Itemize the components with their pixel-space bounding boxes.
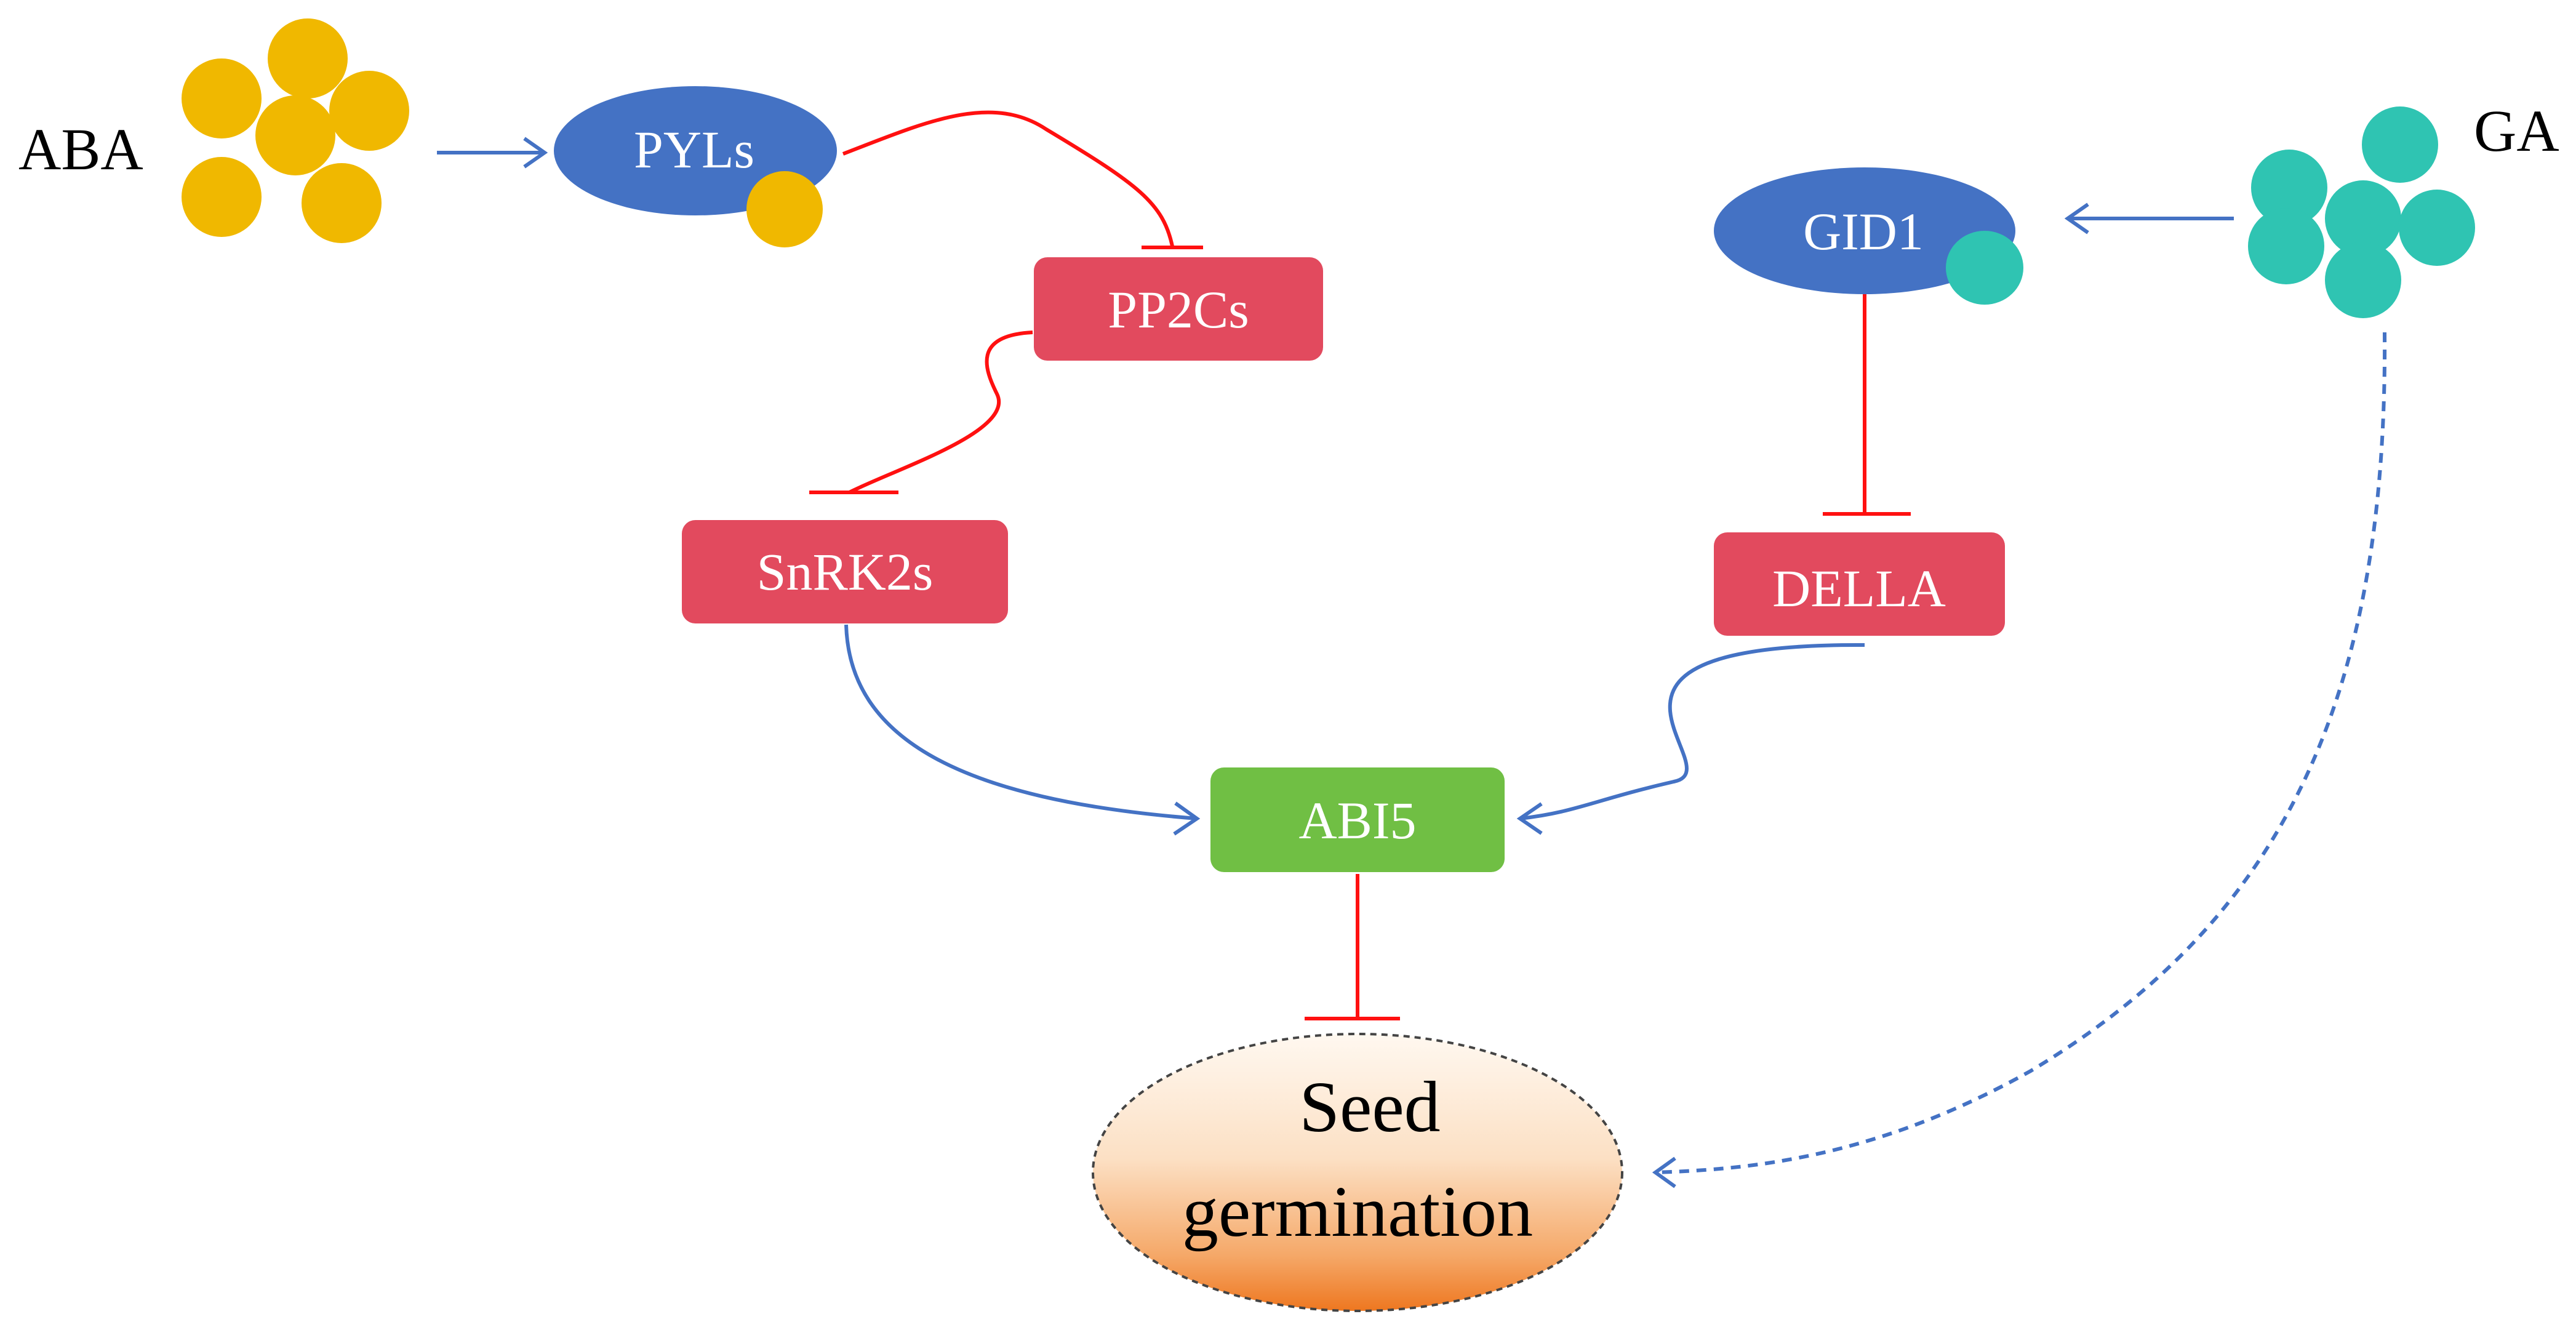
gid1-ga-bound (1946, 231, 2023, 305)
della-label: DELLA (1772, 559, 1946, 618)
inhibit-gid1-to-della (1823, 294, 1911, 516)
gid1-label: GID1 (1803, 202, 1924, 261)
ga-molecule (2399, 190, 2475, 266)
ga-molecule (2325, 180, 2401, 257)
pp2cs-node (1034, 257, 1323, 361)
snrk2s-node (682, 520, 1008, 623)
seed-germination-node (1092, 1033, 1623, 1312)
aba-label: ABA (18, 116, 143, 182)
ga-molecule (2248, 208, 2324, 284)
aba-molecules (182, 18, 409, 243)
aba-molecule (182, 58, 262, 138)
aba-molecule (255, 95, 335, 175)
aba-molecule (268, 18, 348, 98)
arrow-snrk2s-to-abi5 (844, 624, 1201, 836)
aba-molecule (302, 163, 382, 243)
abi5-node (1210, 767, 1505, 872)
pyls-label: PYLs (634, 120, 754, 179)
seed-label-line2: germination (1182, 1171, 1533, 1252)
ga-molecules (2248, 106, 2475, 318)
arrow-aba-to-pyls (437, 137, 548, 169)
ga-molecule (2362, 106, 2438, 183)
arrow-ga-to-gid1 (2064, 202, 2234, 234)
dashed-arrow-ga-to-seed (1652, 332, 2387, 1188)
aba-molecule (182, 157, 262, 237)
gid1-node (1714, 167, 2015, 294)
abi5-label: ABI5 (1298, 791, 1416, 850)
della-node (1714, 532, 2005, 636)
pyls-aba-bound (746, 171, 823, 247)
inhibit-pyls-to-pp2cs (842, 110, 1203, 249)
inhibit-pp2cs-to-snrk2s (809, 330, 1033, 494)
snrk2s-label: SnRK2s (757, 542, 934, 601)
ga-molecule (2251, 150, 2327, 226)
aba-molecule (329, 71, 409, 151)
inhibit-abi5-to-seed (1305, 874, 1400, 1020)
ga-label: GA (2474, 98, 2559, 164)
arrow-della-to-abi5 (1516, 643, 1865, 835)
pp2cs-label: PP2Cs (1108, 280, 1249, 339)
seed-label-line1: Seed (1299, 1067, 1440, 1147)
ga-molecule (2325, 242, 2401, 318)
